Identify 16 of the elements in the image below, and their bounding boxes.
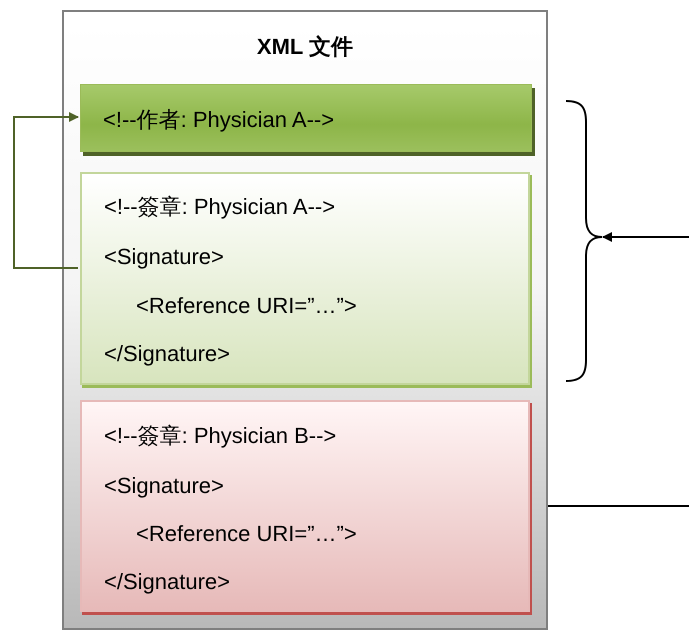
- code-line: <!--簽章: Physician B-->: [104, 423, 336, 449]
- xml-document-box: [62, 10, 548, 630]
- code-line: </Signature>: [104, 569, 230, 595]
- signature-box: [80, 400, 530, 612]
- arrow: [13, 112, 79, 269]
- code-line: <Reference URI=”…”>: [136, 293, 357, 319]
- arrow: [602, 232, 689, 242]
- code-line: <!--作者: Physician A-->: [103, 107, 334, 133]
- signature-box: [80, 172, 530, 385]
- code-line: <Signature>: [104, 473, 224, 499]
- code-line: <Reference URI=”…”>: [136, 521, 357, 547]
- code-line: <Signature>: [104, 244, 224, 270]
- document-title: XML 文件: [256, 34, 354, 60]
- code-line: <!--簽章: Physician A-->: [104, 194, 336, 220]
- code-line: </Signature>: [104, 341, 230, 367]
- connector-line: [548, 505, 689, 507]
